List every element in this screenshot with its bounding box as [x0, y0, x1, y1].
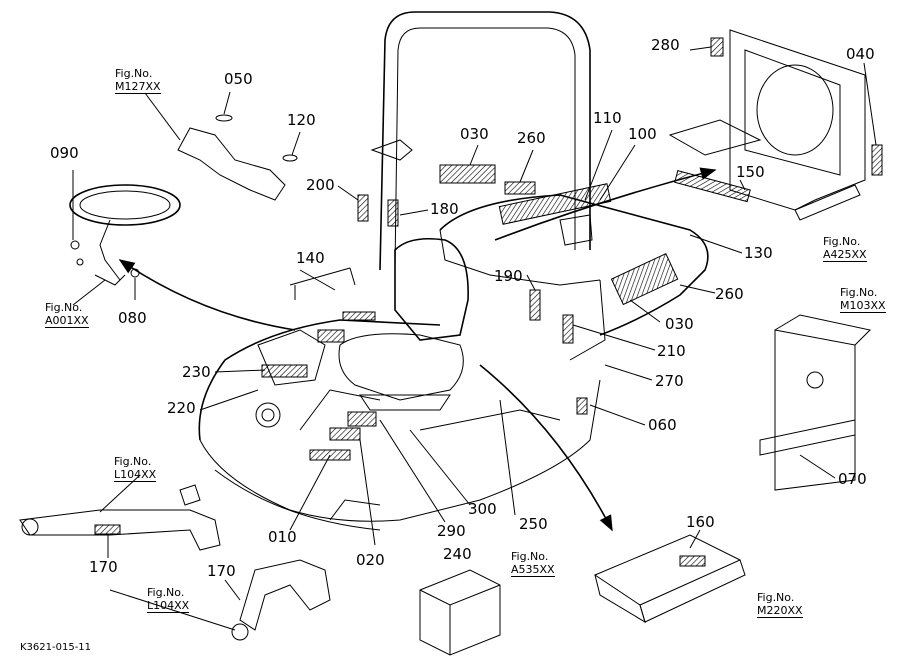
figure-ref-code: L104XX [114, 467, 157, 483]
figure-ref-code: A425XX [823, 247, 867, 263]
rops-frame [370, 11, 593, 271]
rear-bracket-panel [668, 29, 866, 221]
part-number[interactable]: 260 [715, 285, 744, 303]
part-number[interactable]: 140 [296, 249, 325, 267]
figure-ref-l104-upper[interactable]: Fig.No. L104XX [114, 455, 157, 483]
pedal-linkage-lower [231, 559, 331, 641]
figure-ref-a001[interactable]: Fig.No. A001XX [45, 301, 89, 329]
figure-ref-code: A535XX [511, 562, 555, 578]
part-number[interactable]: 080 [118, 309, 147, 327]
assembly-arrows [118, 167, 717, 532]
figure-ref-a425[interactable]: Fig.No. A425XX [823, 235, 867, 263]
part-number[interactable]: 160 [686, 513, 715, 531]
part-number[interactable]: 040 [846, 45, 875, 63]
part-number[interactable]: 220 [167, 399, 196, 417]
part-number[interactable]: 240 [443, 545, 472, 563]
leader-lines [72, 46, 877, 631]
figure-ref-a535[interactable]: Fig.No. A535XX [511, 550, 555, 578]
operator-seat [338, 237, 469, 411]
figure-ref-code: M103XX [840, 298, 886, 314]
part-number[interactable]: 180 [430, 200, 459, 218]
part-number[interactable]: 200 [306, 176, 335, 194]
part-number[interactable]: 030 [460, 125, 489, 143]
part-number[interactable]: 030 [665, 315, 694, 333]
pedal-linkage-upper [19, 484, 221, 551]
part-number[interactable]: 230 [182, 363, 211, 381]
figure-ref-label: Fig.No. [147, 586, 185, 599]
drawing-code: K3621-015-11 [20, 642, 92, 653]
part-number[interactable]: 060 [648, 416, 677, 434]
figure-ref-label: Fig.No. [757, 591, 795, 604]
figure-ref-label: Fig.No. [823, 235, 861, 248]
figure-ref-label: Fig.No. [45, 301, 83, 314]
figure-ref-label: Fig.No. [511, 550, 549, 563]
figure-ref-code: M220XX [757, 603, 803, 619]
steering-wheel [69, 184, 181, 286]
figure-ref-label: Fig.No. [114, 455, 152, 468]
part-number[interactable]: 050 [224, 70, 253, 88]
part-number[interactable]: 250 [519, 515, 548, 533]
part-number[interactable]: 010 [268, 528, 297, 546]
figure-ref-code: M127XX [115, 79, 161, 95]
lever-bracket [177, 114, 298, 201]
part-number[interactable]: 170 [89, 558, 118, 576]
part-number[interactable]: 300 [468, 500, 497, 518]
part-number[interactable]: 280 [651, 36, 680, 54]
figure-ref-m103[interactable]: Fig.No. M103XX [840, 286, 886, 314]
figure-ref-code: L104XX [147, 598, 190, 614]
part-number[interactable]: 190 [494, 267, 523, 285]
battery-tray [593, 534, 746, 624]
figure-ref-code: A001XX [45, 313, 89, 329]
figure-ref-label: Fig.No. [840, 286, 878, 299]
part-number[interactable]: 290 [437, 522, 466, 540]
part-number[interactable]: 210 [657, 342, 686, 360]
figure-ref-label: Fig.No. [115, 67, 153, 80]
part-number[interactable]: 170 [207, 562, 236, 580]
part-number[interactable]: 120 [287, 111, 316, 129]
decals [94, 37, 883, 567]
part-number[interactable]: 110 [593, 109, 622, 127]
side-frame [759, 314, 872, 491]
part-number[interactable]: 070 [838, 470, 867, 488]
part-number[interactable]: 090 [50, 144, 79, 162]
figure-ref-m127[interactable]: Fig.No. M127XX [115, 67, 161, 95]
part-number[interactable]: 020 [356, 551, 385, 569]
figure-ref-m220[interactable]: Fig.No. M220XX [757, 591, 803, 619]
figure-ref-l104-lower[interactable]: Fig.No. L104XX [147, 586, 190, 614]
part-number[interactable]: 270 [655, 372, 684, 390]
tractor-body [198, 194, 709, 531]
part-number[interactable]: 150 [736, 163, 765, 181]
part-number[interactable]: 100 [628, 125, 657, 143]
part-number[interactable]: 130 [744, 244, 773, 262]
battery [419, 569, 501, 656]
part-number[interactable]: 260 [517, 129, 546, 147]
